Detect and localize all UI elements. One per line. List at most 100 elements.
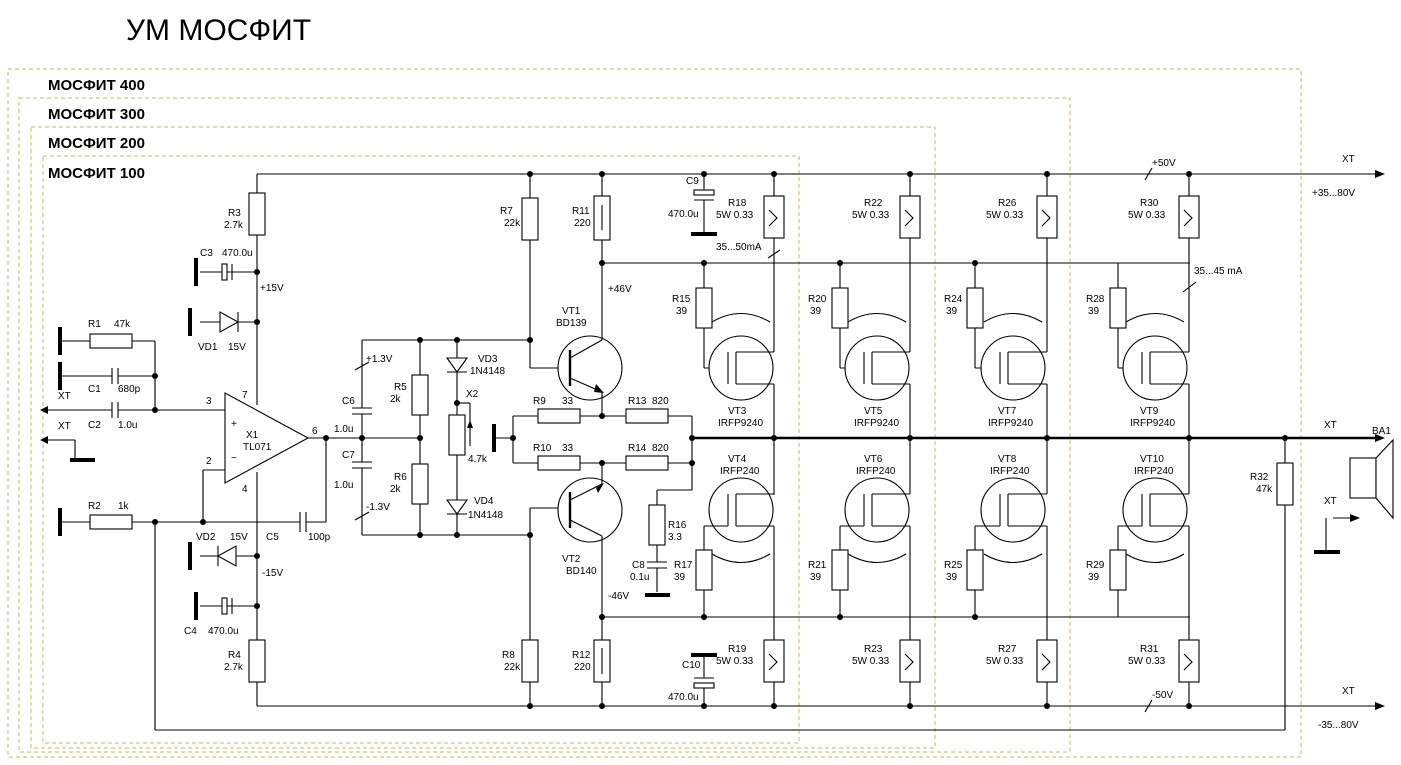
component-label: 470.0u xyxy=(208,626,239,637)
component-label: R1 xyxy=(88,319,101,330)
component-label: R4 xyxy=(228,650,241,661)
component-label: 680p xyxy=(118,384,141,395)
svg-text:+: + xyxy=(231,419,237,430)
component-label: 3 xyxy=(206,396,212,407)
component-label: VD2 xyxy=(196,532,216,543)
component-label: 220 xyxy=(574,218,591,229)
component-label: 5W 0.33 xyxy=(716,210,754,221)
component-label: VD1 xyxy=(198,342,218,353)
component-label: R20 xyxy=(808,294,827,305)
output-stage-2 xyxy=(831,171,921,709)
component-label: 47k xyxy=(114,319,131,330)
component-label: 35...45 mA xyxy=(1194,266,1243,277)
component-label: R8 xyxy=(502,650,515,661)
component-label: 100p xyxy=(308,532,331,543)
component-label: XT xyxy=(58,421,71,432)
component-label: 39 xyxy=(810,572,822,583)
component-label: X2 xyxy=(466,389,479,400)
component-label: R31 xyxy=(1140,644,1159,655)
component-label: 39 xyxy=(674,572,686,583)
component-label: 1.0u xyxy=(334,480,353,491)
component-label: R12 xyxy=(572,650,591,661)
component-label: C6 xyxy=(342,396,355,407)
component-label: -35...80V xyxy=(1318,720,1359,731)
component-label: 22k xyxy=(504,662,521,673)
component-label: 5W 0.33 xyxy=(1128,656,1166,667)
component-label: C2 xyxy=(88,420,101,431)
opamp-x1: + − xyxy=(188,174,362,706)
component-label: +35...80V xyxy=(1312,188,1355,199)
component-label: +1.3V xyxy=(366,354,393,365)
frame-200-label: МОСФИТ 200 xyxy=(48,135,145,152)
component-label: VT7 xyxy=(998,406,1017,417)
output-stage-4 xyxy=(1109,171,1200,709)
component-label: 22k xyxy=(504,218,521,229)
component-label: 820 xyxy=(652,443,669,454)
component-label: 820 xyxy=(652,396,669,407)
frame-300-label: МОСФИТ 300 xyxy=(48,106,145,123)
speaker-output xyxy=(1276,435,1394,554)
component-label: 5W 0.33 xyxy=(986,210,1024,221)
component-label: VT10 xyxy=(1140,454,1164,465)
component-label: 4 xyxy=(242,484,248,495)
component-label: R3 xyxy=(228,208,241,219)
component-label: VT3 xyxy=(728,406,747,417)
component-label: IRFP240 xyxy=(1134,466,1174,477)
component-label: 33 xyxy=(562,443,574,454)
component-label: 2k xyxy=(390,484,402,495)
component-label: 33 xyxy=(562,396,574,407)
frame-100 xyxy=(42,155,800,744)
component-label: VT1 xyxy=(562,306,581,317)
component-label: 1.0u xyxy=(334,424,353,435)
component-label: VT5 xyxy=(864,406,883,417)
component-label: R18 xyxy=(728,198,747,209)
component-label: 470.0u xyxy=(222,248,253,259)
component-label: C1 xyxy=(88,384,101,395)
component-label: 2 xyxy=(206,456,212,467)
component-label: C5 xyxy=(266,532,279,543)
component-label: R25 xyxy=(944,560,963,571)
component-label: 39 xyxy=(946,306,958,317)
component-label: X1 xyxy=(246,430,259,441)
component-label: 2k xyxy=(390,394,402,405)
component-label: 470.0u xyxy=(668,692,699,703)
component-label: IRFP240 xyxy=(720,466,760,477)
diagram-title: УМ МОСФИТ xyxy=(126,14,312,47)
component-label: R13 xyxy=(628,396,647,407)
component-label: 1N4148 xyxy=(470,366,505,377)
component-label: IRFP9240 xyxy=(1130,418,1175,429)
component-label: VT9 xyxy=(1140,406,1159,417)
component-label: VD3 xyxy=(478,354,498,365)
component-label: R7 xyxy=(500,206,513,217)
frame-100-label: МОСФИТ 100 xyxy=(48,165,145,182)
component-label: 470.0u xyxy=(668,209,699,220)
output-stage-1 xyxy=(695,171,785,709)
component-label: R29 xyxy=(1086,560,1105,571)
frame-300 xyxy=(18,97,1071,753)
component-label: R26 xyxy=(998,198,1017,209)
component-label: R24 xyxy=(944,294,963,305)
component-label: C4 xyxy=(184,626,197,637)
component-label: 5W 0.33 xyxy=(1128,210,1166,221)
svg-text:−: − xyxy=(231,453,237,464)
component-label: R6 xyxy=(394,472,407,483)
component-label: R16 xyxy=(668,520,687,531)
component-label: C7 xyxy=(342,450,355,461)
component-label: 39 xyxy=(1088,572,1100,583)
component-label: 15V xyxy=(230,532,248,543)
component-labels: R1 47k C1 680p XT C2 1.0u XT R2 1k R3 2.… xyxy=(58,154,1391,731)
component-label: VT4 xyxy=(728,454,747,465)
component-label: R19 xyxy=(728,644,747,655)
component-label: R14 xyxy=(628,443,647,454)
component-label: R5 xyxy=(394,382,407,393)
component-label: VD4 xyxy=(474,496,494,507)
output-stage-3 xyxy=(966,171,1058,709)
component-label: IRFP240 xyxy=(856,466,896,477)
component-label: R32 xyxy=(1250,472,1269,483)
component-label: -15V xyxy=(262,568,283,579)
component-label: VT2 xyxy=(562,554,581,565)
component-label: IRFP240 xyxy=(990,466,1030,477)
component-label: 5W 0.33 xyxy=(852,656,890,667)
component-label: BA1 xyxy=(1372,426,1391,437)
